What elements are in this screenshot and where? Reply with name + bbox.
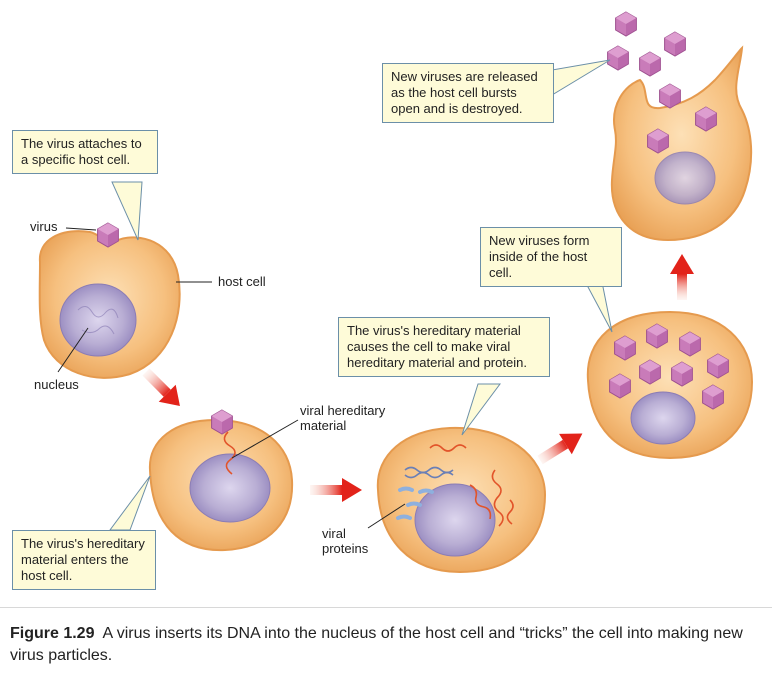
cell-dna-enters [148,409,294,552]
virus-replication-diagram: The virus attaches to a specific host ce… [12,11,754,590]
callout-material-enters: The virus's hereditary material enters t… [12,530,156,590]
caption-text: A virus inserts its DNA into the nucleus… [10,625,743,664]
cell-bursting [607,11,753,242]
arrow-1 [142,368,180,406]
callout-viruses-released: New viruses are released as the host cel… [382,63,554,123]
figure-number: Figure 1.29 [10,625,95,642]
cell-attachment [38,222,181,379]
cell-viruses-form [586,310,754,460]
callout-hereditary-material: The virus's hereditary material causes t… [338,317,550,377]
arrow-4 [670,254,694,300]
arrow-3 [537,433,583,465]
cell-making-material [376,426,547,574]
caption-divider [0,607,772,608]
callout-pointers [109,59,613,531]
arrow-2 [310,478,362,502]
leader-lines [57,227,406,529]
progress-arrows [142,254,694,502]
label-nucleus: nucleus [34,377,79,392]
label-virus: virus [30,219,58,234]
callout-viruses-form: New viruses form inside of the host cell… [480,227,622,287]
diagram-artwork [38,11,754,574]
callout-virus-attaches: The virus attaches to a specific host ce… [12,130,158,174]
label-host-cell: host cell [218,274,266,289]
label-viral-proteins: viral proteins [322,526,369,556]
label-viral-hereditary-material: viral hereditary material [300,403,386,433]
